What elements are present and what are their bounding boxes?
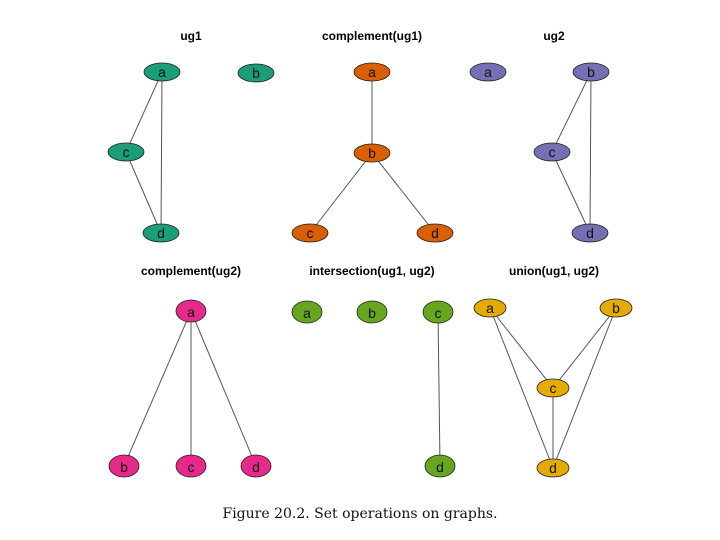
graph-edge-b-d xyxy=(589,71,592,234)
graph-edge-b-d xyxy=(552,307,617,469)
node-label: d xyxy=(431,225,439,241)
node-label: c xyxy=(550,380,557,396)
graph-node-b xyxy=(353,143,391,163)
graph-node-a xyxy=(175,299,207,323)
graph-edge-a-b xyxy=(123,310,192,467)
graph-node-a xyxy=(473,298,507,318)
panel-title: complement(ug1) xyxy=(322,29,422,43)
node-label: a xyxy=(368,64,376,80)
graph-edge-a-c xyxy=(125,71,163,153)
graph-panel: complement(ug2) a b c d xyxy=(108,264,272,478)
graph-node-d xyxy=(240,454,272,478)
graph-edge-a-d xyxy=(190,310,257,467)
graph-edge-c-d xyxy=(125,151,162,234)
graph-edge-a-d xyxy=(489,307,554,469)
node-label: b xyxy=(368,305,376,321)
node-label: c xyxy=(123,144,130,160)
node-label: d xyxy=(157,225,165,241)
graph-node-d xyxy=(571,223,609,243)
graph-node-c xyxy=(536,378,570,398)
node-label: b xyxy=(612,300,620,316)
figure-caption: Figure 20.2. Set operations on graphs. xyxy=(222,506,498,522)
node-label: b xyxy=(252,65,260,81)
node-label: c xyxy=(549,144,556,160)
node-label: d xyxy=(436,459,444,475)
panel-title: union(ug1, ug2) xyxy=(509,264,599,278)
node-label: d xyxy=(252,459,260,475)
graph-node-b xyxy=(237,63,275,83)
panel-title: ug2 xyxy=(543,29,565,43)
graph-node-d xyxy=(424,454,456,478)
node-label: b xyxy=(587,64,595,80)
node-label: a xyxy=(158,64,166,80)
panel-title: ug1 xyxy=(180,29,202,43)
graph-node-c xyxy=(175,454,207,478)
graph-edge-a-d xyxy=(160,71,163,234)
graph-edge-b-c xyxy=(552,307,617,389)
graph-node-b xyxy=(356,300,388,324)
graph-node-a xyxy=(291,300,323,324)
panel-title: intersection(ug1, ug2) xyxy=(309,264,434,278)
graph-edge-b-c xyxy=(551,71,592,153)
node-label: a xyxy=(486,300,494,316)
graph-node-a xyxy=(143,62,181,82)
node-label: c xyxy=(188,459,195,475)
graph-node-d xyxy=(142,223,180,243)
node-label: b xyxy=(368,145,376,161)
graph-node-c xyxy=(291,223,329,243)
graph-node-b xyxy=(572,62,610,82)
node-label: a xyxy=(484,64,492,80)
graph-node-c xyxy=(533,142,571,162)
graph-edge-a-c xyxy=(489,307,554,389)
graph-node-a xyxy=(469,62,507,82)
graph-panel: intersection(ug1, ug2) a b c d xyxy=(291,264,456,478)
graph-node-c xyxy=(107,142,145,162)
graph-panel: complement(ug1) a b c d xyxy=(291,29,454,243)
node-label: c xyxy=(435,305,442,321)
graph-node-b xyxy=(108,454,140,478)
node-label: a xyxy=(303,305,311,321)
graph-panel: union(ug1, ug2) a b c d xyxy=(473,264,633,478)
graph-node-d xyxy=(416,223,454,243)
graph-edge-c-d xyxy=(551,151,591,234)
graph-edge-b-d xyxy=(371,152,436,234)
graph-node-a xyxy=(353,62,391,82)
node-label: d xyxy=(549,460,557,476)
panel-title: complement(ug2) xyxy=(141,264,241,278)
graph-panel: ug1 a b c d xyxy=(107,29,275,243)
node-label: d xyxy=(586,225,594,241)
graph-edge-b-c xyxy=(309,152,373,234)
graph-edge-c-d xyxy=(437,311,441,467)
graph-node-b xyxy=(599,298,633,318)
graph-node-d xyxy=(536,458,570,478)
node-label: a xyxy=(187,304,195,320)
node-label: b xyxy=(120,459,128,475)
node-label: c xyxy=(307,225,314,241)
graph-node-c xyxy=(422,300,454,324)
graph-panel: ug2 a b c d xyxy=(469,29,610,243)
